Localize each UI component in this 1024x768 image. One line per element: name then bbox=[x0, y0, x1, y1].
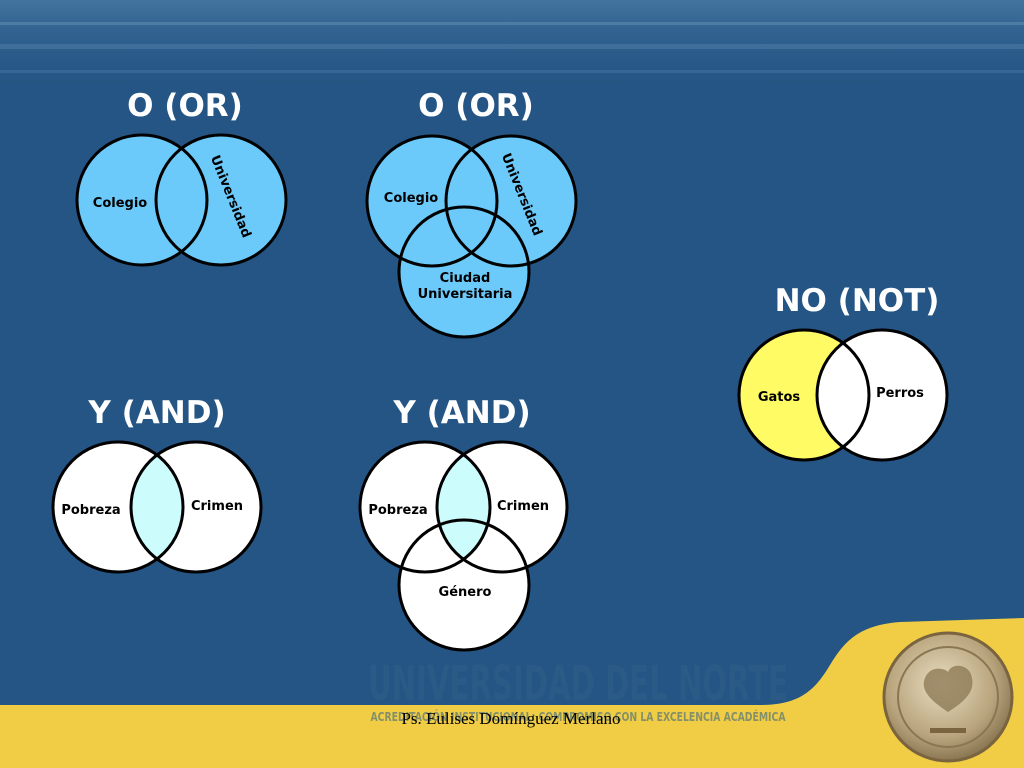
label-colegio: Colegio bbox=[93, 196, 148, 211]
heading-or-two: O (OR) bbox=[127, 88, 243, 124]
label-crimen: Crimen bbox=[497, 499, 549, 514]
footer-author: Ps. Eulises Domínguez Merlano bbox=[401, 709, 620, 728]
overlap-intersection bbox=[131, 442, 183, 572]
circle-perros bbox=[817, 330, 947, 460]
top-stripe bbox=[0, 22, 1024, 25]
label-perros: Perros bbox=[876, 386, 924, 401]
top-stripe bbox=[0, 70, 1024, 73]
watermark-title: UNIVERSIDAD DEL NORTE bbox=[368, 656, 788, 712]
heading-or-three: O (OR) bbox=[418, 88, 534, 124]
label-colegio: Colegio bbox=[384, 191, 439, 206]
outline-ciudad-universitaria bbox=[397, 205, 531, 339]
seal-ring bbox=[897, 646, 999, 748]
venn-or-two: Colegio Universidad bbox=[75, 133, 288, 267]
outline-colegio bbox=[365, 134, 499, 268]
footer: UNIVERSIDAD DEL NORTE ACREDITACIÓN INSTI… bbox=[0, 618, 1024, 768]
venn-or-three: Colegio Universidad Ciudad Universitaria bbox=[365, 134, 578, 339]
label-pobreza: Pobreza bbox=[368, 503, 427, 518]
outline-genero bbox=[397, 518, 531, 652]
university-seal bbox=[882, 631, 1014, 763]
outline-pobreza bbox=[51, 440, 185, 574]
heading-not: NO (NOT) bbox=[775, 283, 940, 319]
top-stripe bbox=[0, 44, 1024, 49]
outline-crimen bbox=[435, 440, 569, 574]
footer-band bbox=[0, 618, 1024, 768]
venn-and-three: Pobreza Crimen Género bbox=[358, 440, 569, 652]
seal-tree-icon bbox=[923, 665, 973, 730]
label-crimen: Crimen bbox=[191, 499, 243, 514]
label-gatos: Gatos bbox=[758, 390, 801, 405]
watermark-subtitle: ACREDITACIÓN INSTITUCIONAL: COMPROMISO C… bbox=[371, 709, 787, 724]
venn-not: Gatos Perros bbox=[737, 328, 949, 462]
heading-and-three: Y (AND) bbox=[392, 395, 530, 431]
label-universitaria: Universitaria bbox=[418, 287, 513, 302]
circle-ciudad-universitaria bbox=[399, 207, 529, 337]
circle-universidad bbox=[156, 135, 286, 265]
top-glow bbox=[0, 0, 1024, 95]
outline-crimen bbox=[129, 440, 263, 574]
outline-pobreza bbox=[358, 440, 492, 574]
venn-and-two: Pobreza Crimen bbox=[51, 440, 263, 574]
outline-perros bbox=[815, 328, 949, 462]
outline-colegio bbox=[75, 133, 209, 267]
seal-base bbox=[930, 728, 966, 733]
label-pobreza: Pobreza bbox=[61, 503, 120, 518]
outline-gatos bbox=[737, 328, 871, 462]
outline-universidad bbox=[444, 134, 578, 268]
outline-universidad bbox=[154, 133, 288, 267]
label-ciudad: Ciudad bbox=[440, 271, 491, 286]
label-genero: Género bbox=[439, 585, 492, 600]
circle-genero bbox=[399, 520, 529, 650]
heading-and-two: Y (AND) bbox=[87, 395, 225, 431]
